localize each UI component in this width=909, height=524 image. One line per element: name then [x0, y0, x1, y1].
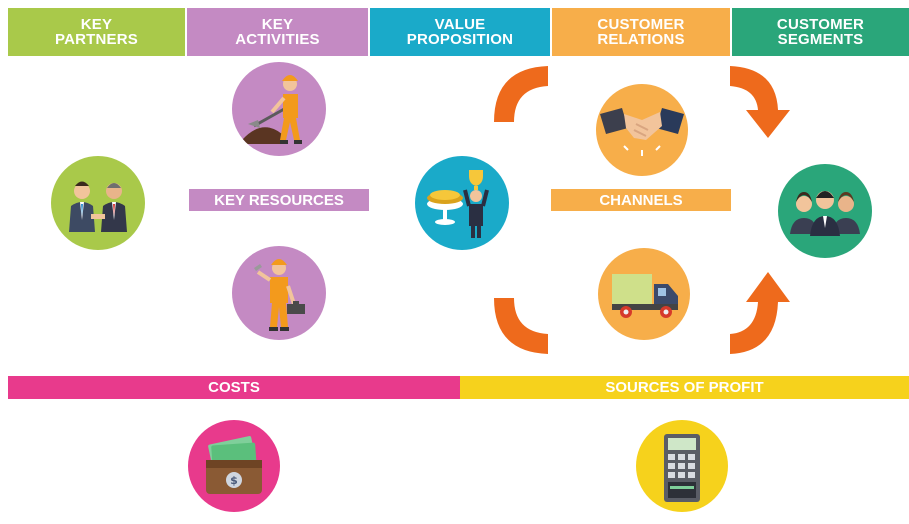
- arrow-channels-to-segments: [730, 272, 790, 354]
- wallet-money-icon: $: [188, 420, 280, 512]
- header-key-partners-line1: KEY: [80, 16, 113, 33]
- header-key-partners: KEY PARTNERS: [8, 8, 185, 56]
- header-value-proposition-line2: PROPOSITION: [406, 31, 514, 48]
- header-customer-relations-line1: CUSTOMER: [597, 16, 685, 33]
- arrow-value-to-channels: [494, 298, 548, 354]
- header-key-activities-line1: KEY: [261, 16, 294, 33]
- arrow-value-to-relations: [494, 66, 548, 122]
- digging-worker-icon: [232, 62, 326, 156]
- header-customer-segments: CUSTOMER SEGMENTS: [732, 8, 909, 56]
- cash-register-icon: [636, 420, 728, 512]
- header-customer-segments-line1: CUSTOMER: [776, 16, 865, 33]
- channels-label: CHANNELS: [551, 189, 731, 211]
- header-customer-relations-line2: RELATIONS: [597, 31, 685, 48]
- header-key-activities: KEY ACTIVITIES: [187, 8, 368, 56]
- worker-with-toolbox-icon: [232, 246, 326, 340]
- costs-band: COSTS: [8, 376, 460, 399]
- customer-group-icon: [778, 164, 872, 258]
- header-key-partners-line2: PARTNERS: [55, 31, 138, 48]
- arrow-relations-to-segments: [730, 66, 790, 138]
- delivery-truck-icon: [598, 248, 690, 340]
- header-value-proposition: VALUE PROPOSITION: [370, 8, 550, 56]
- handshake-businessmen-icon: [51, 156, 145, 250]
- header-customer-relations: CUSTOMER RELATIONS: [552, 8, 730, 56]
- handshake-icon: [596, 84, 688, 176]
- svg-text:$: $: [230, 474, 238, 487]
- header-key-activities-line2: ACTIVITIES: [235, 31, 320, 48]
- header-value-proposition-line1: VALUE: [434, 16, 486, 33]
- sources-of-profit-band: SOURCES OF PROFIT: [460, 376, 909, 399]
- key-resources-label: KEY RESOURCES: [189, 189, 369, 211]
- trophy-coin-businessman-icon: [415, 156, 509, 250]
- header-customer-segments-line2: SEGMENTS: [777, 31, 864, 48]
